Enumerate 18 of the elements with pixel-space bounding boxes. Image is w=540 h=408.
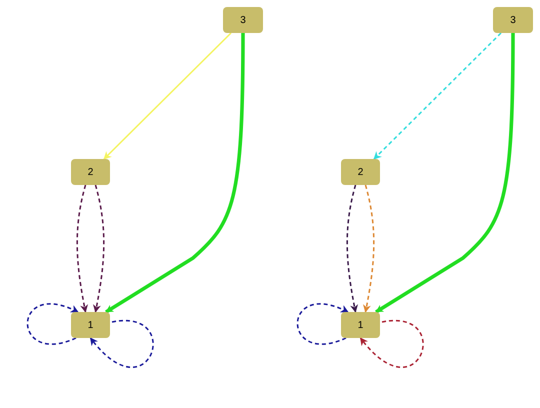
arrow: [360, 320, 424, 368]
arrow: [296, 303, 349, 345]
arrow: [103, 32, 232, 160]
arrow: [105, 32, 245, 314]
arrow: [26, 303, 79, 345]
arrow: [92, 184, 104, 313]
node-box: 1: [71, 312, 110, 338]
arrow: [76, 184, 88, 313]
node-box: 1: [341, 312, 380, 338]
node-box: 3: [493, 7, 533, 33]
node-box: 2: [341, 159, 380, 185]
node-box: 3: [223, 7, 263, 33]
arrow: [375, 32, 515, 314]
node-box: 2: [71, 159, 110, 185]
arrow: [346, 184, 358, 313]
arrow: [373, 32, 502, 160]
arrow: [362, 184, 374, 313]
arrow: [90, 320, 154, 368]
